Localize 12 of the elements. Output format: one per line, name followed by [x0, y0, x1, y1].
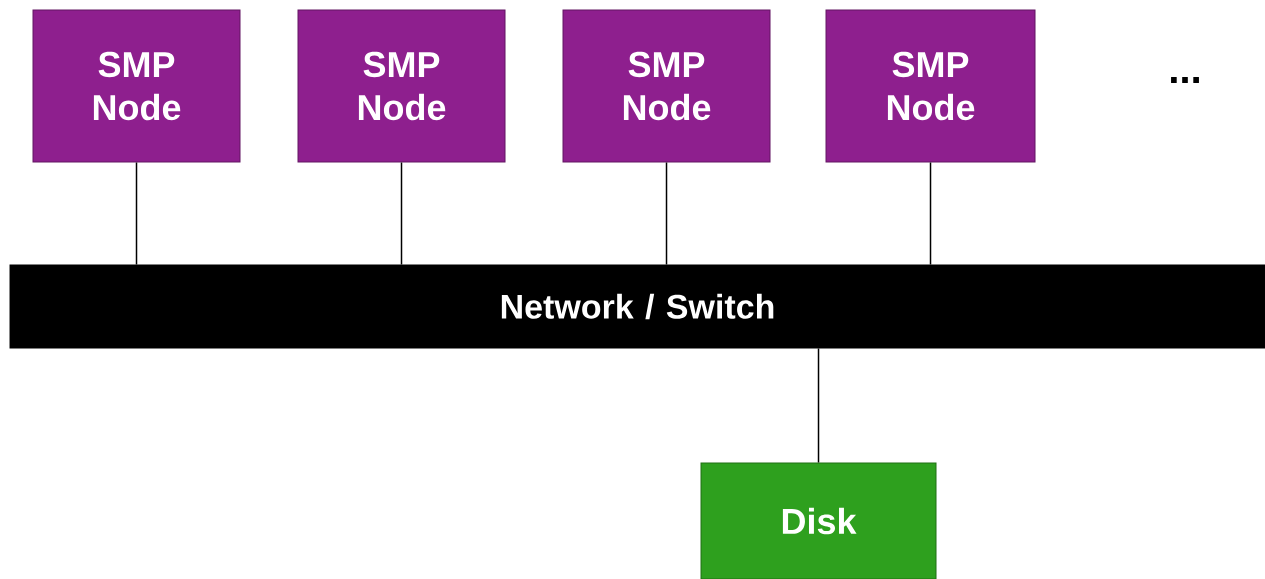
node-box: SMP Node: [562, 9, 771, 163]
connector-line: [135, 161, 138, 266]
connector-line: [400, 161, 403, 266]
node-box: SMP Node: [32, 9, 241, 163]
node-box: SMP Node: [825, 9, 1036, 163]
connector-line: [665, 161, 668, 266]
connector-line: [817, 347, 820, 464]
connector-line: [929, 161, 932, 266]
network-bar: Network / Switch: [9, 264, 1265, 349]
node-box: SMP Node: [297, 9, 506, 163]
ellipsis-label: ...: [1171, 77, 1199, 83]
disk-box: Disk: [700, 462, 937, 579]
